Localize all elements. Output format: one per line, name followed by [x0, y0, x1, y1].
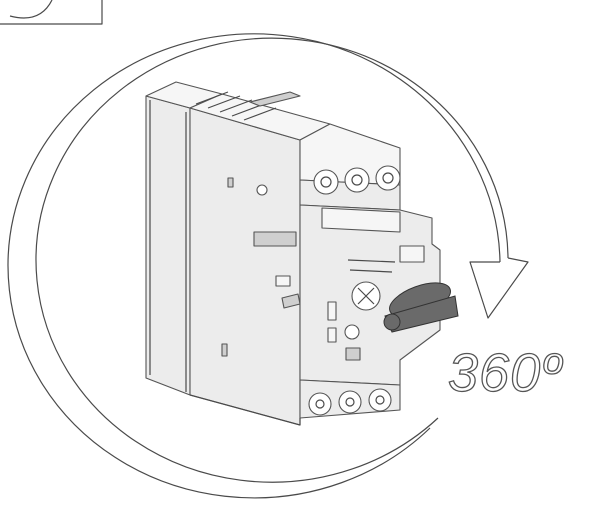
label-plate	[345, 347, 361, 361]
rotation-arrow-icon	[7, 33, 529, 499]
side-screw	[256, 184, 268, 196]
bottom-terminals	[308, 388, 392, 416]
corner-fragment	[0, 0, 103, 25]
top-vents	[195, 91, 301, 121]
test-button	[344, 324, 360, 340]
rotary-handle	[383, 282, 459, 333]
status-window	[399, 245, 425, 263]
side-clip	[253, 231, 297, 247]
top-terminals	[313, 165, 401, 195]
rotation-label: 360º	[447, 342, 562, 403]
circuit-breaker-device	[145, 81, 459, 426]
side-slot	[275, 275, 291, 287]
